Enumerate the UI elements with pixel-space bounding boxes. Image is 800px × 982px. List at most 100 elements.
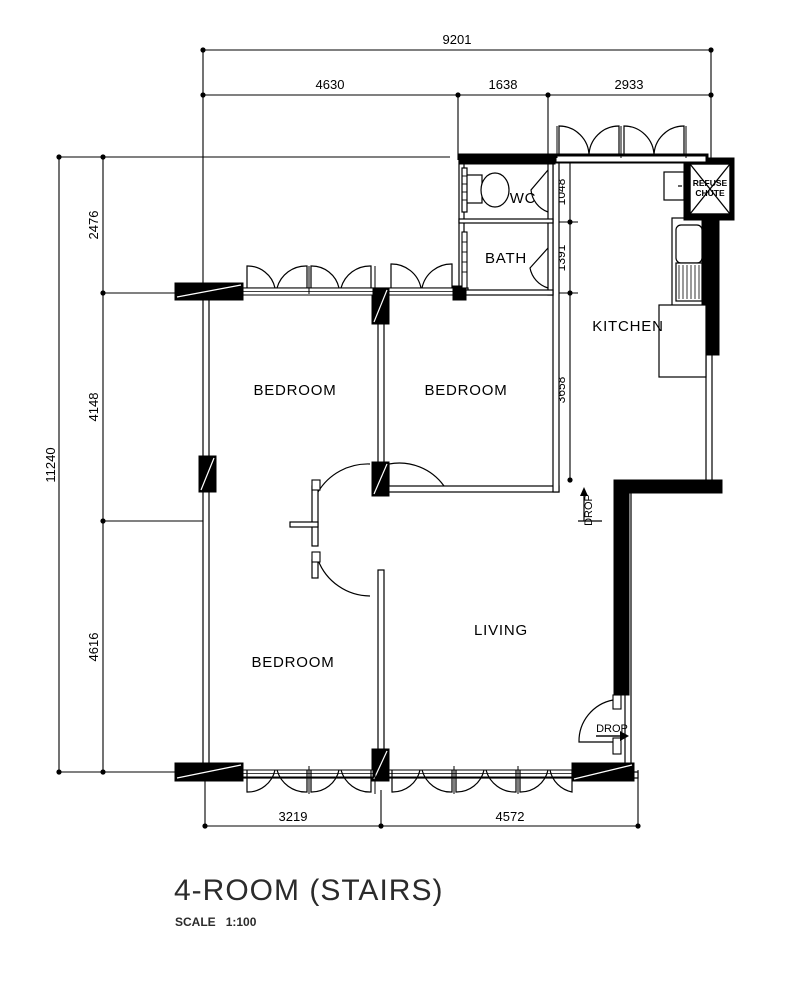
toilet-wall-pipe	[461, 167, 468, 213]
door-swing-window-b3-c	[310, 769, 340, 793]
column-blocks	[174, 282, 635, 782]
scale-value: 1:100	[225, 915, 257, 929]
door-swing-window-b3-d	[340, 769, 372, 793]
door-jamb-hall-a	[311, 479, 321, 491]
dimension-group-left	[56, 154, 450, 775]
dim-label-bottom-seg-1: 3219	[279, 809, 308, 824]
wall-bedroom2-bottom	[383, 485, 560, 493]
wall-hall-stub-mid	[289, 521, 319, 528]
wall-left-exterior	[202, 287, 210, 779]
door-swing-bedroom1	[317, 463, 371, 493]
refuse-chute-label-line1: REFUSE	[693, 178, 728, 188]
window-entry-band	[555, 155, 707, 163]
door-swing-window-lv-a	[391, 769, 421, 793]
door-swing-window-lv-b	[421, 769, 453, 793]
kitchen-drainboard-grooves	[678, 265, 700, 299]
door-swing-window-b3-a	[246, 769, 276, 793]
room-label-bedroom-2: BEDROOM	[424, 382, 507, 399]
door-swing-window-lv-c	[455, 769, 485, 793]
wall-hall-stub-upper	[311, 485, 319, 547]
wall-hall-stub-lower	[311, 559, 319, 579]
door-swing-window-lv-d	[485, 769, 517, 793]
door-swing-window-b1-b	[276, 265, 308, 289]
dimension-group-bottom	[202, 770, 641, 829]
drop-arrow-head	[580, 487, 588, 496]
wall-bath-bottom	[458, 289, 554, 296]
interior-walls	[202, 159, 713, 779]
drop-annotation-entry	[596, 731, 629, 741]
wall-kitchen-left	[552, 159, 560, 493]
windows	[242, 155, 707, 778]
dim-label-top-overall: 9201	[443, 32, 472, 47]
wall-thick-living-right	[613, 479, 630, 696]
door-swing-window-lv-f	[549, 769, 573, 793]
door-swing-wc	[530, 169, 549, 213]
room-label-bath: BATH	[485, 250, 527, 267]
door-jamb-hall-b	[311, 551, 321, 563]
wall-bedroom3-right	[377, 569, 385, 779]
door-jamb-drop-bottom	[612, 737, 622, 755]
door-swing-entry-d	[653, 125, 685, 157]
dim-label-left-seg-2: 4148	[86, 393, 101, 422]
dim-label-top-seg-1: 4630	[316, 77, 345, 92]
column-block-left-wall-mid	[198, 455, 217, 493]
refuse-chute-label-line2: CHUTE	[695, 188, 725, 198]
dim-label-left-seg-1: 2476	[86, 211, 101, 240]
door-swing-entry-a	[558, 125, 590, 157]
column-block-bedroom-top-mid	[371, 287, 390, 325]
kitchen-small-unit	[663, 171, 685, 201]
door-swing-entry-b	[588, 125, 620, 157]
kitchen-counter	[658, 304, 707, 378]
wall-thick-top-bath	[458, 153, 556, 165]
page-title: 4-ROOM (STAIRS)	[174, 874, 444, 907]
drop-label-kitchen: DROP	[583, 494, 595, 526]
column-block-bottom-right	[571, 762, 635, 782]
door-swings	[246, 125, 687, 794]
kitchen-sink-basin	[675, 224, 703, 264]
door-swing-window-lv-e	[519, 769, 549, 793]
wall-wc-bottom	[458, 218, 554, 224]
door-swing-window-b2-b	[421, 263, 453, 289]
column-block-bedroom-top-left	[174, 282, 244, 301]
door-swing-bedroom2	[388, 462, 445, 487]
dim-label-top-seg-3: 2933	[615, 77, 644, 92]
column-block-bottom-mid	[371, 748, 390, 782]
scale-label: SCALE	[175, 915, 216, 929]
dim-label-left-seg-3: 4616	[86, 633, 101, 662]
room-label-bedroom-1: BEDROOM	[253, 382, 336, 399]
toilet-fixture	[461, 167, 510, 213]
door-swing-window-b1-a	[246, 265, 276, 289]
door-swing-window-b1-d	[340, 265, 372, 289]
door-swing-bedroom3	[317, 559, 371, 597]
refuse-chute-x-line	[689, 163, 731, 215]
dim-label-bottom-seg-2: 4572	[496, 809, 525, 824]
dimension-group-top	[200, 47, 714, 290]
scale-note: SCALE 1:100	[175, 915, 256, 929]
door-swing-window-b3-b	[276, 769, 308, 793]
kitchen-fixtures	[658, 171, 707, 378]
toilet-cistern	[465, 174, 483, 204]
column-block-bottom-left	[174, 762, 244, 782]
door-swing-window-b1-c	[310, 265, 340, 289]
room-label-kitchen: KITCHEN	[592, 318, 663, 335]
room-label-bedroom-3: BEDROOM	[251, 654, 334, 671]
dim-label-top-seg-2: 1638	[489, 77, 518, 92]
door-jambs	[311, 479, 622, 755]
dim-tick-dot	[567, 477, 573, 483]
refuse-chute-symbol	[689, 163, 731, 215]
bath-wall-pipe	[461, 231, 468, 289]
door-swing-window-b2-a	[390, 263, 422, 289]
door-swing-entry-drop	[578, 699, 614, 743]
room-label-wc: WC	[510, 190, 537, 207]
column-block-hall-mid	[371, 461, 390, 497]
kitchen-drainboard	[675, 262, 703, 302]
door-swing-entry-c	[623, 125, 655, 157]
wall-bath-right	[547, 159, 554, 296]
bath-fixture	[461, 231, 468, 289]
drop-annotation-kitchen	[578, 487, 602, 522]
drop-label-entry: DROP	[596, 723, 628, 735]
drop-arrow-head	[620, 731, 629, 741]
room-label-living: LIVING	[474, 622, 528, 639]
door-swing-bath	[529, 247, 549, 289]
